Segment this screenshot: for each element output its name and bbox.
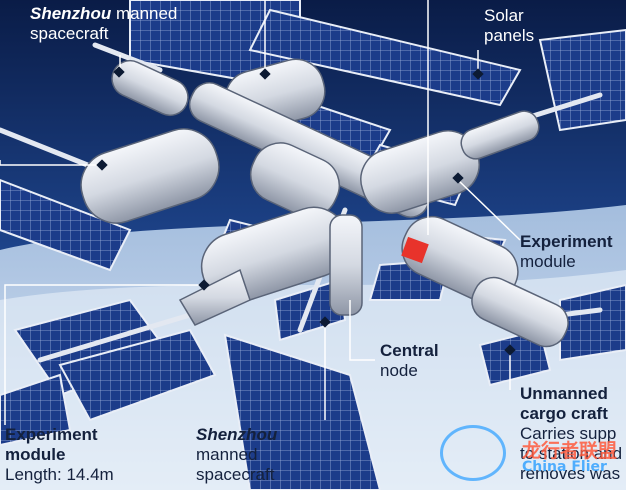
leader-lines xyxy=(0,0,521,425)
shenzhou-top-type: spacecraft xyxy=(30,24,109,43)
central-line-1: Central xyxy=(380,341,439,360)
watermark-logo-icon xyxy=(440,425,506,481)
experiment-left-line-1: Experiment xyxy=(5,425,98,444)
watermark-english: China Flier xyxy=(522,459,607,475)
experiment-right-line-1: Experiment xyxy=(520,232,613,251)
experiment-left-line-3: Length: 14.4m xyxy=(5,465,114,484)
shenzhou-bottom-label: Shenzhou manned spacecraft xyxy=(196,425,277,485)
experiment-right-line-2: module xyxy=(520,252,576,271)
red-marker xyxy=(401,236,429,264)
experiment-module-left-label: Experiment module Length: 14.4m xyxy=(5,425,114,485)
shenzhou-bottom-title: Shenzhou xyxy=(196,425,278,444)
experiment-module-right-label: Experiment module xyxy=(520,232,613,272)
shenzhou-top-label: Shenzhou manned spacecraft xyxy=(30,4,177,44)
shenzhou-bottom-type: spacecraft xyxy=(196,465,275,484)
shenzhou-bottom-word: manned xyxy=(196,445,258,464)
central-node-label: Central node xyxy=(380,341,439,381)
central-line-2: node xyxy=(380,361,418,380)
watermark-chinese: 龙行者联盟 xyxy=(522,440,618,462)
solar-line-2: panels xyxy=(484,26,535,45)
unmanned-line-5: removes was xyxy=(520,464,621,483)
unmanned-line-2: cargo craft xyxy=(520,404,608,423)
solar-panels-label: Solar panels xyxy=(484,6,534,46)
station-modules xyxy=(80,58,569,348)
experiment-left-line-2: module xyxy=(5,445,66,464)
shenzhou-top-word: manned xyxy=(115,4,178,23)
unmanned-cargo-label: Unmanned cargo craft Carries supp to sta… xyxy=(520,384,622,484)
unmanned-line-3: Carries supp xyxy=(520,424,617,443)
unmanned-line-4: to station and xyxy=(520,444,623,463)
unmanned-line-1: Unmanned xyxy=(520,384,608,403)
solar-line-1: Solar xyxy=(484,6,524,25)
shenzhou-top-title: Shenzhou xyxy=(30,4,112,23)
